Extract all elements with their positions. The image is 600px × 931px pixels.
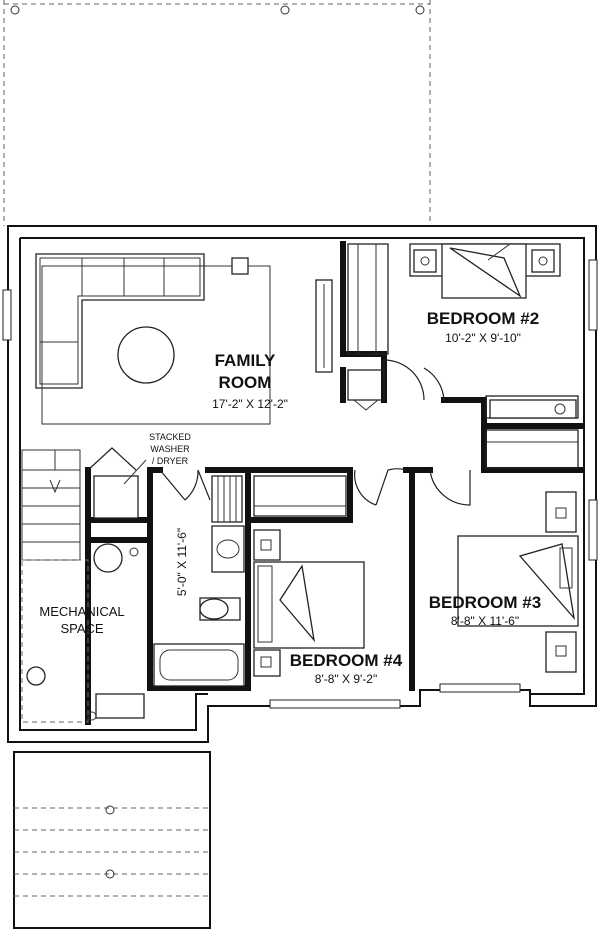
mechanical-area <box>21 449 145 723</box>
bedroom2-furniture <box>409 243 577 419</box>
upper-deck <box>3 0 431 226</box>
mechanical-label-line2: SPACE <box>60 621 103 636</box>
bedroom4-furniture <box>253 529 365 677</box>
bedroom2-label: BEDROOM #2 <box>427 309 539 328</box>
laundry-leader-line <box>123 459 147 485</box>
bedroom3-label: BEDROOM #3 <box>429 593 541 612</box>
interior-walls <box>85 241 583 725</box>
mechanical-label-line1: MECHANICAL <box>39 604 124 619</box>
bathroom-dims: 5'-0" X 11'-6" <box>175 528 189 596</box>
family-room-label-line2: ROOM <box>219 373 272 392</box>
family-room-furniture <box>35 253 333 425</box>
bedroom3-furniture <box>457 491 579 673</box>
laundry-label-line3: / DRYER <box>152 456 189 466</box>
lower-deck <box>13 751 211 929</box>
family-room-label-line1: FAMILY <box>215 351 276 370</box>
doors <box>87 359 471 506</box>
bedroom3-dims: 8'-8" X 11'-6" <box>451 614 519 628</box>
bedroom2-dims: 10'-2" X 9'-10" <box>445 331 521 345</box>
bedroom4-label: BEDROOM #4 <box>290 651 403 670</box>
windows <box>2 259 598 709</box>
bedroom4-dims: 8'-8" X 9'-2" <box>315 672 377 686</box>
bathroom-fixtures <box>153 525 245 687</box>
laundry-label-line1: STACKED <box>149 432 191 442</box>
family-room-dims: 17'-2" X 12'-2" <box>212 397 288 411</box>
laundry-label-line2: WASHER <box>150 444 190 454</box>
closets <box>211 243 579 523</box>
